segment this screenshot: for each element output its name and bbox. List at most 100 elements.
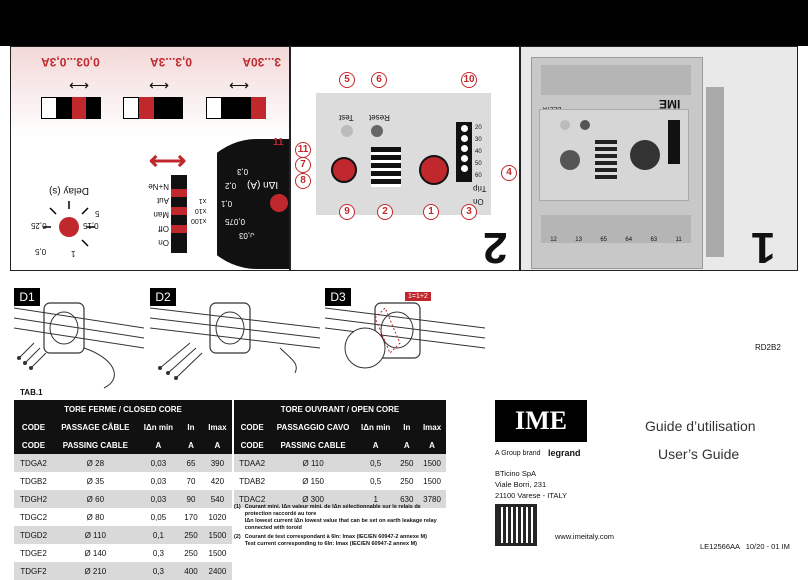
- guide-title-fr: Guide d’utilisation: [645, 418, 756, 434]
- switch-block-3: [206, 97, 266, 119]
- col-header: Imax: [208, 422, 227, 432]
- idn-value: 0,3: [237, 167, 249, 176]
- delay-label: Delay (s): [49, 185, 90, 196]
- percent-value: 60: [475, 173, 482, 179]
- closed-core-table: TORE FERME / CLOSED CORE CODE PASSAGE CÂ…: [14, 400, 232, 580]
- percent-value: 20: [475, 125, 482, 131]
- idn-knob[interactable]: [419, 155, 449, 185]
- callout-11: 11: [295, 142, 311, 158]
- device-bottom-terminals: 12 13 65 64 63 11: [541, 215, 691, 243]
- panel-number-1: 1: [751, 223, 776, 271]
- col-header: In: [403, 422, 411, 432]
- col-header: PASSAGGIO CAVO: [276, 422, 350, 432]
- doc-code: LE12566AA 10/20 - 01 IM: [700, 542, 790, 551]
- din-rail: [706, 87, 724, 257]
- delay-value: 1: [71, 249, 76, 258]
- callout-6: 6: [371, 72, 387, 88]
- delay-value: 5: [95, 209, 100, 218]
- test-label: Test: [339, 113, 354, 122]
- footnote-mark: (1): [234, 504, 241, 510]
- doc-code-value: LE12566AA: [700, 542, 740, 551]
- callout-3: 3: [461, 204, 477, 220]
- delay-value: 0,25: [31, 221, 47, 230]
- delay-dial: Delay (s) 0,15 0,25 0,5 1 5: [29, 185, 109, 267]
- switch-label-man: Man: [153, 210, 169, 219]
- col-header: CODE: [21, 440, 46, 450]
- doc-date: 10/20 - 01 IM: [745, 542, 790, 551]
- test-button[interactable]: [341, 125, 353, 137]
- range-label-3: 0,03...0,3A: [41, 55, 100, 69]
- percent-value: 50: [475, 161, 482, 167]
- dip-switches[interactable]: [371, 147, 401, 187]
- callout-7: 7: [295, 157, 311, 173]
- callout-8: 8: [295, 173, 311, 189]
- switch-label-on: On: [158, 238, 169, 247]
- panel-2-front-diagram: 5 6 10 11 7 8 4 9 2 1 3 Test Reset 20 30…: [290, 46, 520, 271]
- footnote-fr: Courant mini. IΔn valeur mini. de IΔn sé…: [244, 504, 421, 517]
- group-brand-text: A Group brand: [495, 450, 541, 457]
- idn-value: 0,075: [225, 217, 246, 226]
- address: BTicino SpA Viale Borri, 231 21100 Vares…: [495, 468, 567, 501]
- street: Viale Borri, 231: [495, 480, 547, 489]
- diagram-label-d3: D3: [325, 288, 351, 306]
- qr-code-icon: [495, 504, 537, 546]
- website: www.imeitaly.com: [555, 532, 615, 541]
- percent-value: 40: [475, 149, 482, 155]
- col-header: CODE: [240, 422, 264, 432]
- mult-x10: x10: [194, 207, 207, 214]
- on-label: On: [473, 197, 484, 206]
- diagram-label-d2: D2: [150, 288, 176, 306]
- mult-x100: x100: [191, 217, 207, 224]
- callout-10: 10: [461, 72, 477, 88]
- switch-label-aut: Aut: [156, 196, 169, 205]
- col-header: Imax: [422, 422, 442, 432]
- col-header: A: [214, 440, 221, 450]
- delay-value: 0,5: [35, 247, 47, 256]
- reset-label: Reset: [369, 113, 390, 122]
- delay-knob[interactable]: [331, 157, 357, 183]
- percent-value: 30: [475, 137, 482, 143]
- device-face: [539, 109, 689, 201]
- panel-3-settings: 3...30A 0,3...3A 0,03...0,3A ⟷ ⟷ ⟷ ⟷ On …: [10, 46, 290, 271]
- col-header: A: [429, 440, 435, 450]
- arrow-icon: ⟷: [149, 77, 170, 93]
- col-header: In: [187, 422, 195, 432]
- idn-value: 0,1: [221, 199, 233, 208]
- diagram-d3: [325, 302, 485, 369]
- doc-ref: RD2B2: [755, 343, 781, 352]
- reset-button[interactable]: [371, 125, 383, 137]
- idn-dial: IΔn (A) 0,03 0,075 0,1 0,2 0,3: [217, 139, 289, 269]
- col-header: CODE: [240, 440, 264, 450]
- switch-block-2: [123, 97, 183, 119]
- col-header: A: [155, 440, 162, 450]
- arrow-icon: ⟷: [69, 77, 90, 93]
- col-header: A: [188, 440, 194, 450]
- col-header: IΔn min: [143, 422, 174, 432]
- range-label-2: 0,3...3A: [150, 55, 193, 69]
- diagram-d2: [150, 302, 320, 380]
- arrow-icon: ⟷: [229, 77, 250, 93]
- callout-9: 9: [339, 204, 355, 220]
- panel-number-3: 3: [247, 225, 272, 271]
- terminal-label: 12: [550, 237, 557, 243]
- switch-label-off: Off: [158, 224, 169, 233]
- callout-1: 1: [423, 204, 439, 220]
- guide-title-en: User’s Guide: [658, 446, 740, 462]
- col-header: PASSING CABLE: [280, 440, 346, 450]
- diagram-d1: [14, 302, 144, 389]
- panel-number-2: 2: [483, 223, 508, 271]
- col-header: IΔn min: [361, 422, 391, 432]
- col-header: CODE: [21, 422, 46, 432]
- panel-1-device-photo: IME DELTA 12 13 65 64 63 11 1: [520, 46, 798, 271]
- red-double-arrow-icon: ⟷: [149, 145, 187, 175]
- footnote-en: Test current corresponding to 6In: Imax …: [244, 541, 418, 547]
- table-title: TORE FERME / CLOSED CORE: [64, 404, 182, 414]
- diagram-label-d1: D1: [14, 288, 40, 306]
